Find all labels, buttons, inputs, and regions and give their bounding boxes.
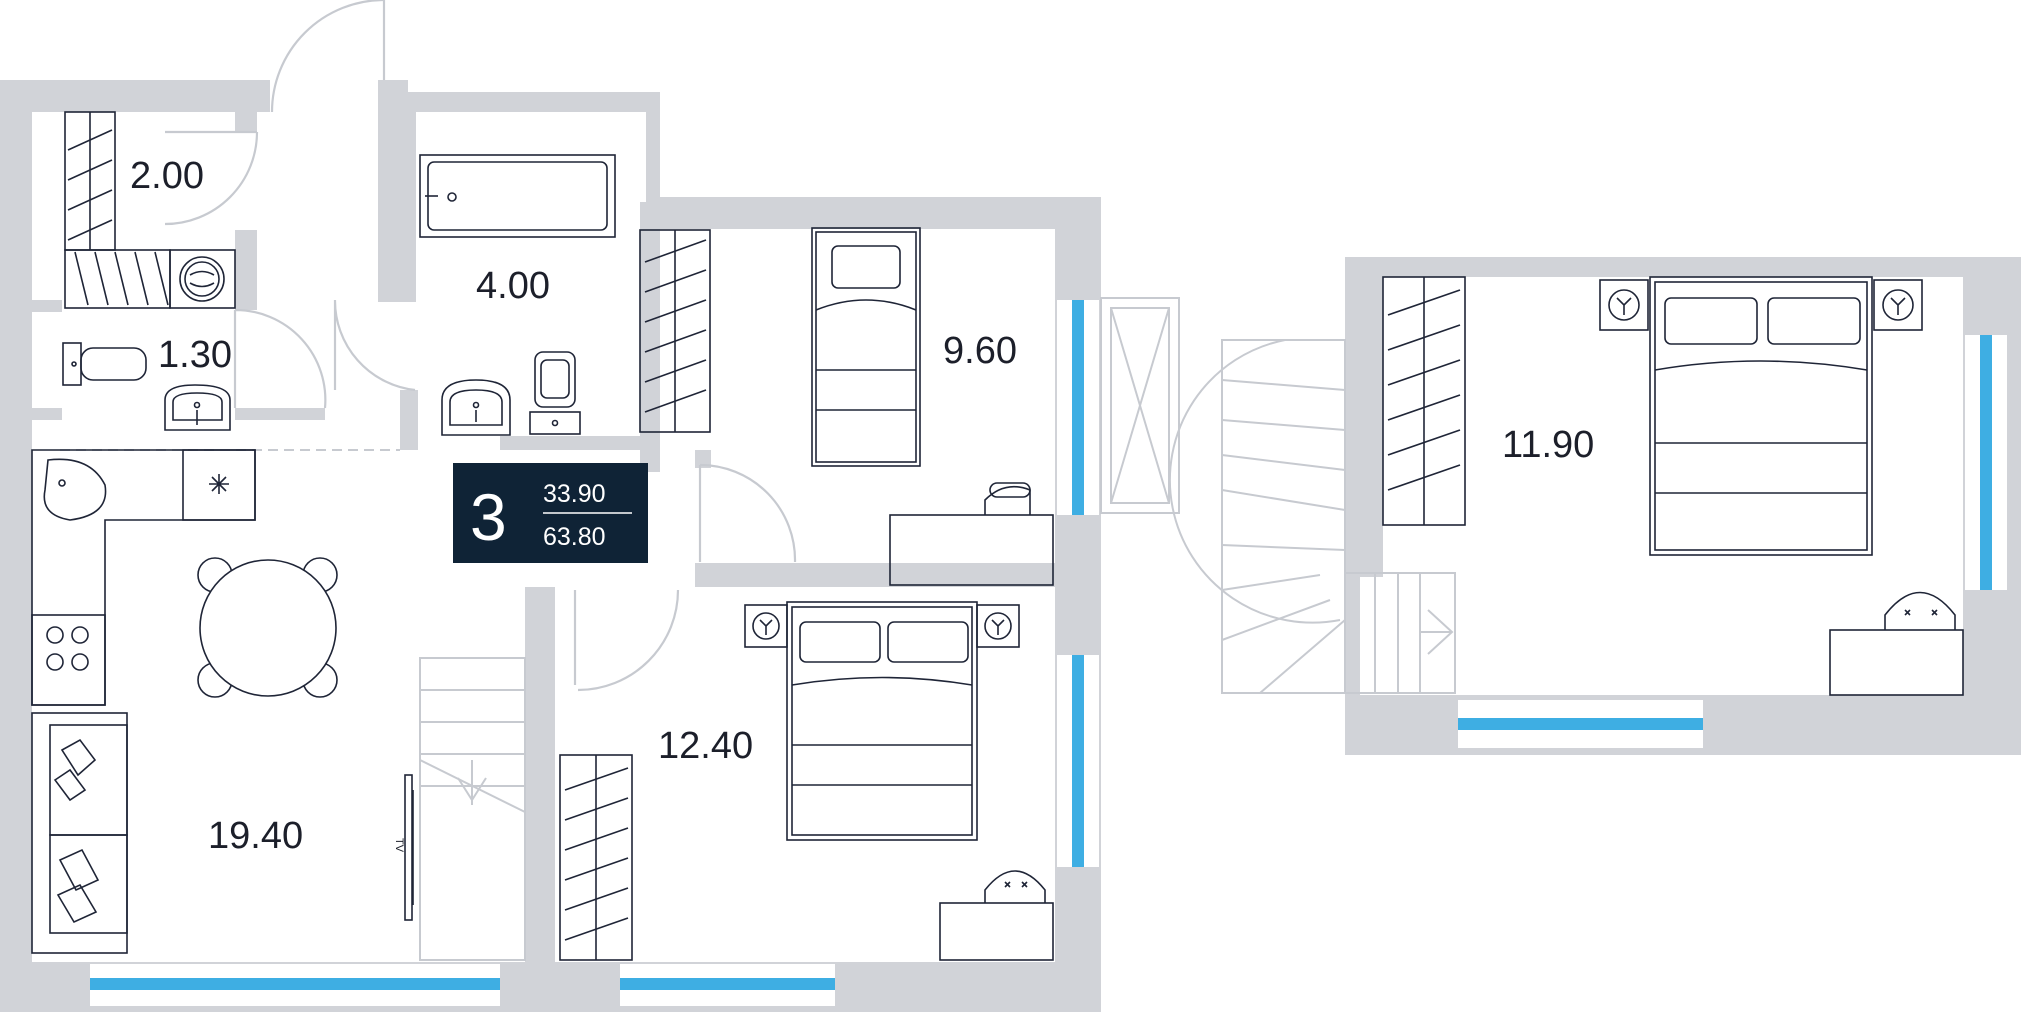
room-area-storage: 2.00 xyxy=(130,155,204,197)
toilet-icon xyxy=(62,342,147,386)
room-area-upper-bedroom: 11.90 xyxy=(1502,424,1594,466)
nightstand-left-icon xyxy=(744,604,788,648)
window-upper-bottom xyxy=(1458,700,1703,748)
tv-label: TV xyxy=(393,838,405,853)
window-living xyxy=(90,964,500,1006)
total-area: 63.80 xyxy=(543,523,606,551)
upper-nightstand-left-icon xyxy=(1599,279,1649,331)
stove-icon xyxy=(31,614,106,706)
window-bedroom-bottom xyxy=(620,964,835,1006)
bathroom-door xyxy=(333,299,416,392)
room-labels: 2.00 4.00 1.30 9.60 19.40 12.40 11.90 TV xyxy=(130,155,1594,857)
bathtub-icon xyxy=(419,154,616,238)
upper-nightstand-right-icon xyxy=(1873,279,1923,331)
storage-door xyxy=(164,130,259,226)
window-small-bedroom xyxy=(1057,300,1099,515)
upper-desk xyxy=(1829,591,1964,696)
bedroom-desk xyxy=(939,870,1054,961)
furniture xyxy=(31,111,1964,961)
wc-sink-icon xyxy=(164,384,231,431)
tv-unit xyxy=(404,774,414,921)
nightstand-right-icon xyxy=(976,604,1020,648)
bedroom-door xyxy=(573,589,680,692)
living-area: 33.90 xyxy=(543,480,606,508)
washing-machine-icon xyxy=(169,249,236,309)
wc-door xyxy=(233,308,327,409)
room-area-living-kitchen: 19.40 xyxy=(208,815,303,857)
sofa-icon xyxy=(31,712,128,954)
stairs-upper xyxy=(1168,339,1456,694)
bedroom-wardrobe xyxy=(559,754,633,961)
bathroom-toilet-icon xyxy=(529,351,581,435)
small-bedroom-desk xyxy=(889,482,1054,586)
small-bedroom-door xyxy=(698,463,797,563)
shelf-unit xyxy=(64,249,171,309)
room-count: 3 xyxy=(470,480,507,554)
balcony xyxy=(1100,297,1180,514)
window-upper-right xyxy=(1965,335,2007,590)
walls-upper-level xyxy=(1345,257,2021,755)
storage-wardrobe xyxy=(64,111,116,251)
single-bed-icon xyxy=(811,227,921,467)
room-area-wc: 1.30 xyxy=(158,334,232,376)
entrance-door xyxy=(270,0,386,113)
double-bed-icon xyxy=(786,601,978,841)
windows xyxy=(90,300,2007,1006)
small-bedroom-wardrobe xyxy=(639,229,711,433)
room-area-small-bedroom: 9.60 xyxy=(943,330,1017,372)
upper-wardrobe xyxy=(1382,276,1466,526)
dining-table xyxy=(197,557,338,698)
room-area-bathroom: 4.00 xyxy=(476,265,550,307)
stairs-lower xyxy=(419,657,526,961)
area-badge: 3 33.90 63.80 xyxy=(453,463,648,563)
bathroom-sink-icon xyxy=(441,379,511,436)
upper-double-bed-icon xyxy=(1649,276,1873,556)
window-bedroom-right xyxy=(1057,655,1099,867)
room-area-bedroom: 12.40 xyxy=(658,725,753,767)
